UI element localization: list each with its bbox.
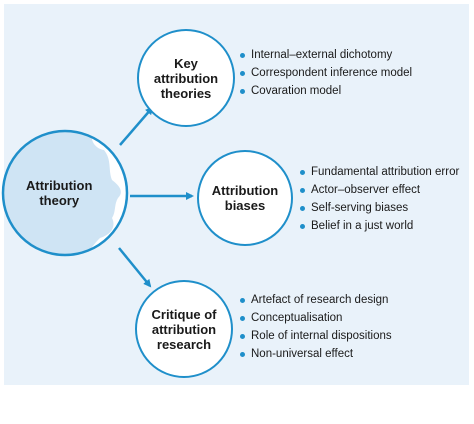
central-node-label: Attribution theory — [26, 178, 93, 208]
arrow-to-theories — [119, 106, 154, 146]
central-node: Attribution theory — [3, 131, 127, 255]
bullet-item: Role of internal dispositions — [240, 327, 392, 345]
bullet-item: Conceptualisation — [240, 309, 392, 327]
bullet-item: Self-serving biases — [300, 199, 459, 217]
node-critique-of-attribution-research: Critique of attribution research — [135, 280, 233, 378]
bullet-item: Fundamental attribution error — [300, 163, 459, 181]
node-label: Critique of attribution research — [151, 306, 217, 352]
node-key-attribution-theories: Key attribution theories — [137, 29, 235, 127]
node-label: Key attribution theories — [153, 55, 219, 101]
node-attribution-biases: Attribution biases — [197, 150, 293, 246]
biases-bullet-list: Fundamental attribution error Actor–obse… — [300, 163, 459, 235]
central-node-border — [1, 129, 129, 257]
bullet-item: Non-universal effect — [240, 345, 392, 363]
bullet-item: Belief in a just world — [300, 217, 459, 235]
theories-bullet-list: Internal–external dichotomy Corresponden… — [240, 46, 412, 100]
bullet-item: Artefact of research design — [240, 291, 392, 309]
arrow-to-critique — [118, 247, 152, 288]
bullet-item: Actor–observer effect — [300, 181, 459, 199]
head-silhouette — [3, 131, 121, 255]
node-label: Attribution biases — [211, 183, 279, 213]
bullet-item: Correspondent inference model — [240, 64, 412, 82]
critique-bullet-list: Artefact of research design Conceptualis… — [240, 291, 392, 363]
bullet-item: Covaration model — [240, 82, 412, 100]
bullet-item: Internal–external dichotomy — [240, 46, 412, 64]
